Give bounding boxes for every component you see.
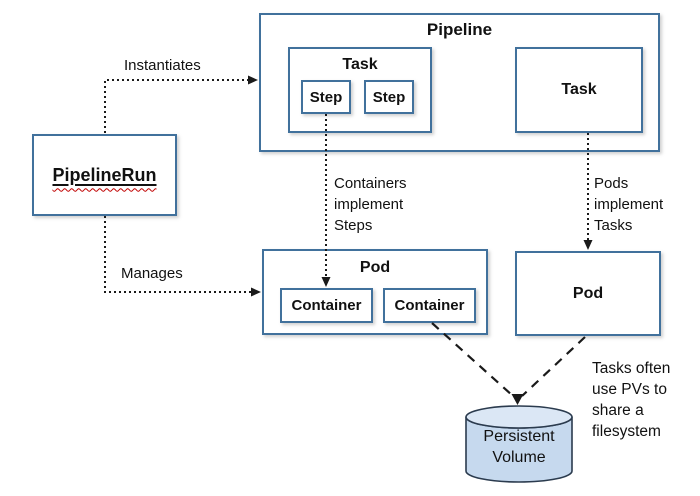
task-right-label: Task xyxy=(561,81,597,98)
task-left-label: Task xyxy=(342,56,378,73)
instantiates-arrow-line xyxy=(104,79,249,133)
step-1-label: Step xyxy=(309,88,343,106)
pv-dashed-line-right xyxy=(521,336,586,397)
tasks-arrowhead xyxy=(583,240,593,250)
step-2-label: Step xyxy=(372,88,406,106)
pipeline-run-label: PipelineRun xyxy=(52,164,157,185)
node-container-2: Container xyxy=(383,288,476,323)
pods-implement-tasks-label: Pods implement Tasks xyxy=(594,175,664,234)
manages-arrowhead xyxy=(251,287,261,297)
instantiates-label: Instantiates xyxy=(124,57,201,74)
node-pipeline-run: PipelineRun xyxy=(32,134,177,216)
pv-arrowhead xyxy=(511,394,524,405)
node-container-1: Container xyxy=(280,288,373,323)
instantiates-arrowhead xyxy=(248,75,258,85)
manages-label: Manages xyxy=(121,265,183,282)
container-1-label: Container xyxy=(291,297,362,314)
pod-right-label: Pod xyxy=(572,284,604,302)
pv-usage-note: Tasks often use PVs to share a filesyste… xyxy=(592,360,671,440)
persistent-volume-cylinder-top xyxy=(465,405,573,429)
container-2-label: Container xyxy=(394,297,465,314)
persistent-volume-label: Persistent Volume xyxy=(483,428,555,466)
pod-left-label: Pod xyxy=(359,259,391,276)
node-step-1: Step xyxy=(301,80,351,114)
node-pod-right: Pod xyxy=(515,251,661,336)
node-task-right: Task xyxy=(515,47,643,133)
containers-implement-steps-label: Containers implement Steps xyxy=(334,175,407,234)
node-step-2: Step xyxy=(364,80,414,114)
pipeline-label: Pipeline xyxy=(426,20,493,39)
